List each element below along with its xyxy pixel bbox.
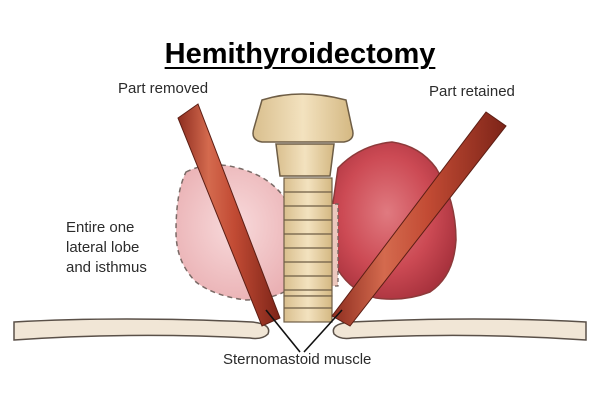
thyroid-cartilage — [252, 93, 354, 143]
label-part-retained: Part retained — [429, 83, 515, 100]
label-sternomastoid-muscle: Sternomastoid muscle — [223, 351, 372, 368]
left-clavicle — [13, 318, 270, 341]
label-lobe-line2: lateral lobe — [66, 239, 140, 256]
left-sternomastoid-muscle — [177, 103, 281, 327]
pointer-line-right — [303, 309, 343, 353]
label-lobe-line3: and isthmus — [66, 259, 147, 276]
label-part-removed: Part removed — [118, 80, 209, 97]
cricoid-cartilage — [275, 143, 335, 177]
trachea — [283, 177, 333, 323]
pointer-line-left — [265, 309, 301, 353]
right-clavicle — [332, 318, 587, 341]
label-lateral-lobe: Entire one lateral lobe and isthmus — [66, 218, 147, 278]
label-lobe-line1: Entire one — [66, 219, 135, 236]
retained-lobe — [330, 141, 457, 300]
right-sternomastoid-muscle — [331, 111, 507, 327]
diagram-title: Hemithyroidectomy — [164, 38, 436, 70]
